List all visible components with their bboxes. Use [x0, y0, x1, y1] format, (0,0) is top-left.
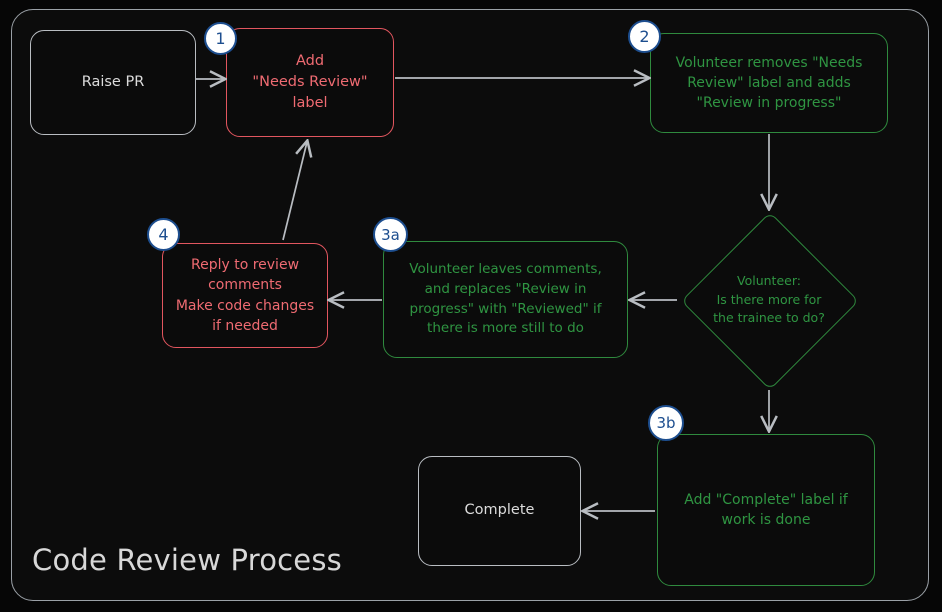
node-volunteer-removes[interactable]: Volunteer removes "Needs Review" label a…	[650, 33, 888, 133]
node-raise-pr-label: Raise PR	[81, 73, 145, 90]
node-volunteer-leaves-comments-label: Volunteer leaves comments, and replaces …	[409, 261, 602, 337]
node-add-complete-label[interactable]: Add "Complete" label if work is done	[657, 434, 875, 586]
node-complete[interactable]: Complete	[418, 456, 581, 566]
badge-step-3b[interactable]: 3b	[648, 405, 684, 441]
node-reply-to-comments-label: Reply to review comments Make code chang…	[175, 256, 315, 334]
node-decision-more-work-label: Volunteer: Is there more for the trainee…	[713, 272, 825, 326]
node-volunteer-leaves-comments[interactable]: Volunteer leaves comments, and replaces …	[383, 241, 628, 358]
node-complete-label: Complete	[464, 502, 535, 519]
badge-step-3a-text: 3a	[381, 225, 400, 244]
node-add-needs-review[interactable]: Add "Needs Review" label	[226, 28, 394, 137]
node-add-needs-review-label: Add "Needs Review" label	[252, 52, 368, 111]
badge-step-1-text: 1	[215, 29, 226, 48]
badge-step-3a[interactable]: 3a	[373, 217, 408, 252]
badge-step-4-text: 4	[158, 225, 169, 244]
node-volunteer-removes-label: Volunteer removes "Needs Review" label a…	[675, 54, 863, 112]
badge-step-3b-text: 3b	[656, 414, 676, 432]
badge-step-1[interactable]: 1	[204, 22, 237, 55]
node-raise-pr[interactable]: Raise PR	[30, 30, 196, 135]
badge-step-4[interactable]: 4	[147, 218, 180, 251]
node-reply-to-comments[interactable]: Reply to review comments Make code chang…	[162, 243, 328, 348]
node-decision-more-work[interactable]: Volunteer: Is there more for the trainee…	[679, 210, 860, 391]
diagram-title: Code Review Process	[32, 543, 342, 577]
badge-step-2[interactable]: 2	[628, 20, 661, 53]
node-add-complete-label-text: Add "Complete" label if work is done	[684, 491, 848, 528]
badge-step-2-text: 2	[639, 27, 650, 46]
